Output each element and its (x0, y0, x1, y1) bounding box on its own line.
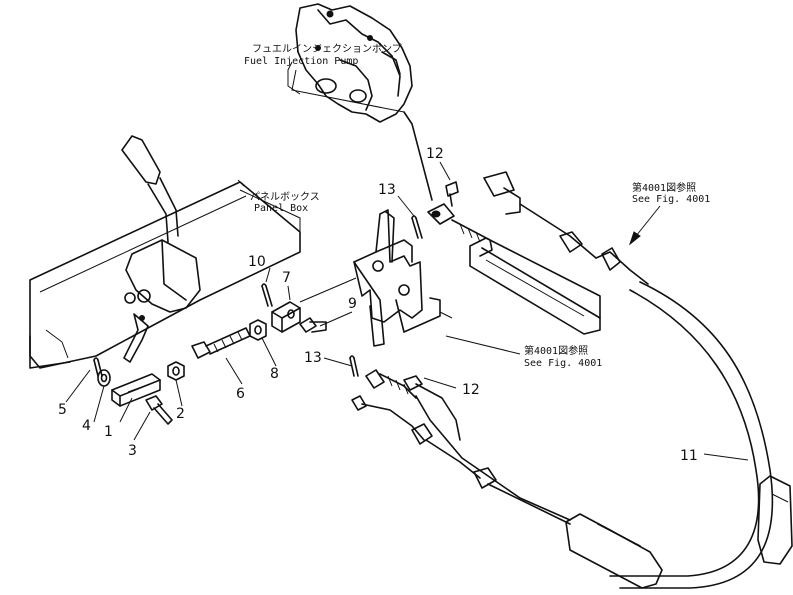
threaded-rod-6 (191, 327, 251, 359)
rod-end-1 (111, 373, 161, 407)
nut-2 (167, 361, 185, 381)
callout-4: 4 (82, 418, 91, 434)
see-fig-top-jp: 第4001図参照 (632, 181, 696, 194)
ref-bracket-upper (469, 171, 649, 335)
callout-8: 8 (270, 366, 279, 382)
callout-12-lower: 12 (462, 382, 480, 398)
cotter-pin-13-upper (411, 215, 423, 239)
fuel-pump-label-jp: フュエルインジェクションポンプ (252, 43, 402, 55)
joint-block-7 (271, 301, 301, 333)
fuel-pump-label-en: Fuel Injection Pump (244, 56, 358, 67)
callout-labels: 1 2 3 4 5 6 7 8 9 10 11 12 12 13 13 (58, 146, 698, 464)
see-fig-mid-jp: 第4001図参照 (524, 344, 588, 357)
washer-4 (97, 369, 111, 387)
callout-6: 6 (236, 386, 245, 402)
ref-arrow-top (635, 205, 661, 237)
cotter-pin-5 (93, 357, 103, 377)
control-cable-11 (565, 281, 793, 589)
panel-box-label-jp: パネルボックス (250, 191, 320, 203)
see-fig-mid-en: See Fig. 4001 (524, 358, 602, 369)
leader-lines (65, 61, 749, 461)
callout-9: 9 (348, 296, 357, 312)
bolt-3 (145, 395, 173, 425)
callout-3: 3 (128, 443, 137, 459)
callout-1: 1 (104, 424, 113, 440)
callout-13-upper: 13 (378, 182, 396, 198)
lower-cable (351, 369, 571, 525)
callout-13-lower: 13 (304, 350, 322, 366)
annotation-notes: フュエルインジェクションポンプ Fuel Injection Pump パネルボ… (244, 43, 710, 369)
callout-10: 10 (248, 254, 266, 270)
fuel-injection-pump (291, 3, 413, 123)
nut-8 (249, 319, 267, 341)
panel-box (29, 179, 301, 369)
callout-2: 2 (176, 406, 185, 422)
panel-box-label-en: Panel Box (254, 203, 308, 214)
callout-7: 7 (282, 270, 291, 286)
cotter-pin-13-lower (349, 355, 359, 377)
throttle-lever (121, 135, 201, 363)
callout-5: 5 (58, 402, 67, 418)
callout-11: 11 (680, 448, 698, 464)
callout-12-upper: 12 (426, 146, 444, 162)
mounting-bracket (299, 209, 453, 347)
pump-cable (403, 111, 433, 201)
see-fig-top-en: See Fig. 4001 (632, 194, 710, 205)
cotter-pin-10 (261, 283, 273, 307)
upper-cable-end (427, 181, 601, 319)
pin-9 (299, 317, 327, 333)
